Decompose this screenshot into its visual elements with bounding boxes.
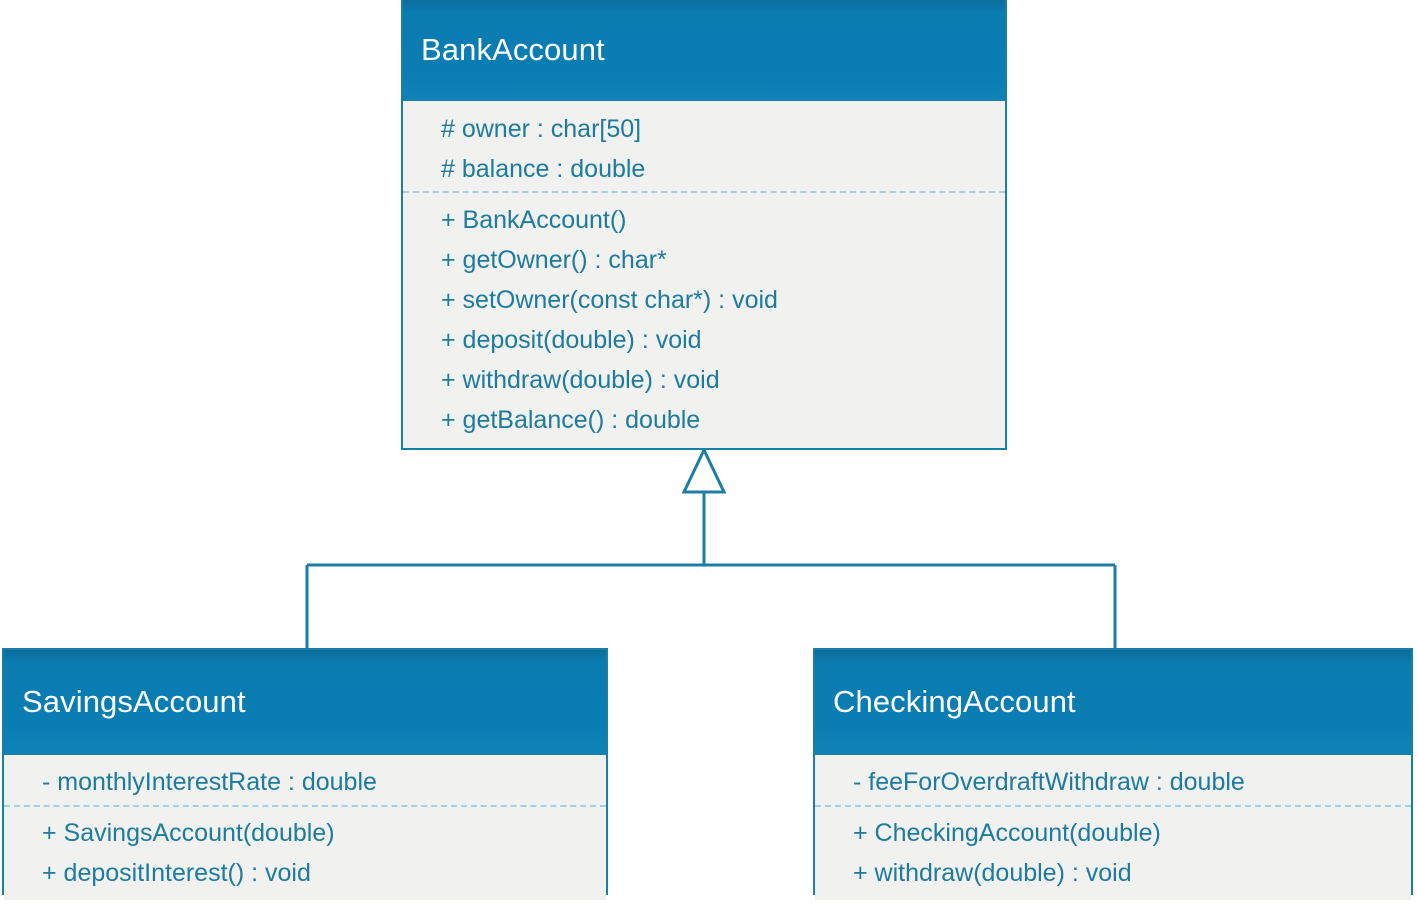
attribute-item: # balance : double [441,155,646,183]
operation-item: + withdraw(double) : void [853,859,1132,887]
operation-item: + withdraw(double) : void [441,366,720,394]
class-header-savingsaccount: SavingsAccount [4,650,606,755]
operation-item: + getOwner() : char* [441,246,667,274]
operation-item: + depositInterest() : void [42,859,311,887]
operations-compartment-bankaccount: + BankAccount() + getOwner() : char* + s… [403,191,1005,447]
attributes-compartment-bankaccount: # owner : char[50] # balance : double [403,101,1005,191]
class-title-savingsaccount: SavingsAccount [22,684,246,719]
operation-item: + CheckingAccount(double) [853,819,1161,847]
class-header-checkingaccount: CheckingAccount [815,650,1411,755]
operations-compartment-savingsaccount: + SavingsAccount(double) + depositIntere… [4,805,606,900]
uml-class-bankaccount[interactable]: BankAccount # owner : char[50] # balance… [401,0,1007,450]
operation-item: + BankAccount() [441,206,627,234]
operations-compartment-checkingaccount: + CheckingAccount(double) + withdraw(dou… [815,805,1411,900]
attributes-compartment-savingsaccount: - monthlyInterestRate : double [4,755,606,805]
attribute-item: - feeForOverdraftWithdraw : double [853,768,1245,796]
inheritance-triangle-arrowhead [681,446,727,494]
uml-class-checkingaccount[interactable]: CheckingAccount - feeForOverdraftWithdra… [813,648,1413,900]
operation-item: + getBalance() : double [441,406,701,434]
class-title-bankaccount: BankAccount [421,32,605,67]
operation-item: + deposit(double) : void [441,326,702,354]
operation-item: + setOwner(const char*) : void [441,286,778,314]
attributes-compartment-checkingaccount: - feeForOverdraftWithdraw : double [815,755,1411,805]
class-header-bankaccount: BankAccount [403,0,1005,101]
attribute-item: # owner : char[50] [441,115,642,143]
uml-class-savingsaccount[interactable]: SavingsAccount - monthlyInterestRate : d… [2,648,608,900]
class-title-checkingaccount: CheckingAccount [833,684,1076,719]
operation-item: + SavingsAccount(double) [42,819,335,847]
attribute-item: - monthlyInterestRate : double [42,768,377,796]
